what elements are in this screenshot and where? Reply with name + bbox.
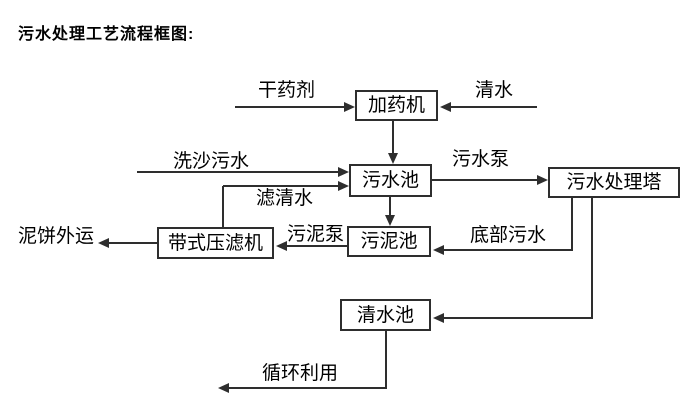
arrowhead-mud-cake-end bbox=[98, 238, 109, 248]
arrowhead-into-sewage-left-lower bbox=[338, 181, 349, 191]
arrowhead-into-sewage-left-upper bbox=[338, 167, 349, 177]
node-clean-water-pool: 清水池 bbox=[340, 299, 431, 331]
connector-bottom-sewage-h-line bbox=[444, 249, 573, 251]
connector-recycling-h-line bbox=[229, 387, 387, 389]
label-filtered-water: 滤清水 bbox=[256, 188, 314, 209]
connector-sludge-pump-line bbox=[285, 245, 347, 247]
connector-mud-cake-line bbox=[109, 242, 157, 244]
label-dry-chemical: 干药剂 bbox=[258, 80, 316, 101]
label-bottom-sewage: 底部污水 bbox=[470, 225, 547, 246]
node-sewage-pool: 污水池 bbox=[349, 164, 432, 197]
connector-dosing-to-sewage-line bbox=[392, 121, 394, 154]
arrowhead-into-press-right bbox=[276, 241, 287, 251]
connector-filtered-water-v-line bbox=[222, 186, 224, 227]
connector-filtered-water-h-line bbox=[223, 185, 339, 187]
node-sewage-treatment-tower: 污水处理塔 bbox=[548, 167, 680, 198]
connector-sewage-to-sludge-line bbox=[389, 197, 391, 216]
arrowhead-into-dosing-right bbox=[440, 102, 451, 112]
connector-tower-bottom-v-line bbox=[571, 198, 573, 251]
connector-clean-pool-v-line bbox=[385, 331, 387, 389]
label-sewage-pump: 污水泵 bbox=[452, 149, 510, 170]
arrowhead-into-dosing-left bbox=[344, 102, 355, 112]
label-sand-washing-sewage: 洗沙污水 bbox=[173, 151, 250, 172]
connector-dry-chemical-line bbox=[235, 106, 345, 108]
arrowhead-into-sewage-top bbox=[388, 153, 398, 164]
label-clean-water: 清水 bbox=[475, 80, 514, 101]
node-sludge-pool: 污泥池 bbox=[347, 226, 431, 257]
connector-tower-clean-h-line bbox=[444, 317, 593, 319]
connector-sand-washing-line bbox=[137, 171, 339, 173]
node-belt-filter-press: 带式压滤机 bbox=[157, 227, 274, 259]
arrowhead-into-sludge-right bbox=[433, 245, 444, 255]
connector-tower-clean-v-line bbox=[591, 198, 593, 319]
label-sludge-pump: 污泥泵 bbox=[287, 224, 345, 245]
arrowhead-into-tower-left bbox=[537, 175, 548, 185]
label-mud-cake-outbound: 泥饼外运 bbox=[18, 226, 95, 247]
page-title: 污水处理工艺流程框图: bbox=[18, 26, 195, 43]
arrowhead-into-clean-pool-right bbox=[433, 313, 444, 323]
connector-sewage-pump-line bbox=[432, 179, 538, 181]
arrowhead-into-sludge-top bbox=[385, 215, 395, 226]
connector-clean-water-line bbox=[451, 106, 537, 108]
label-recycling: 循环利用 bbox=[262, 363, 339, 384]
arrowhead-recycling-end bbox=[218, 383, 229, 393]
node-dosing-machine: 加药机 bbox=[355, 90, 438, 121]
